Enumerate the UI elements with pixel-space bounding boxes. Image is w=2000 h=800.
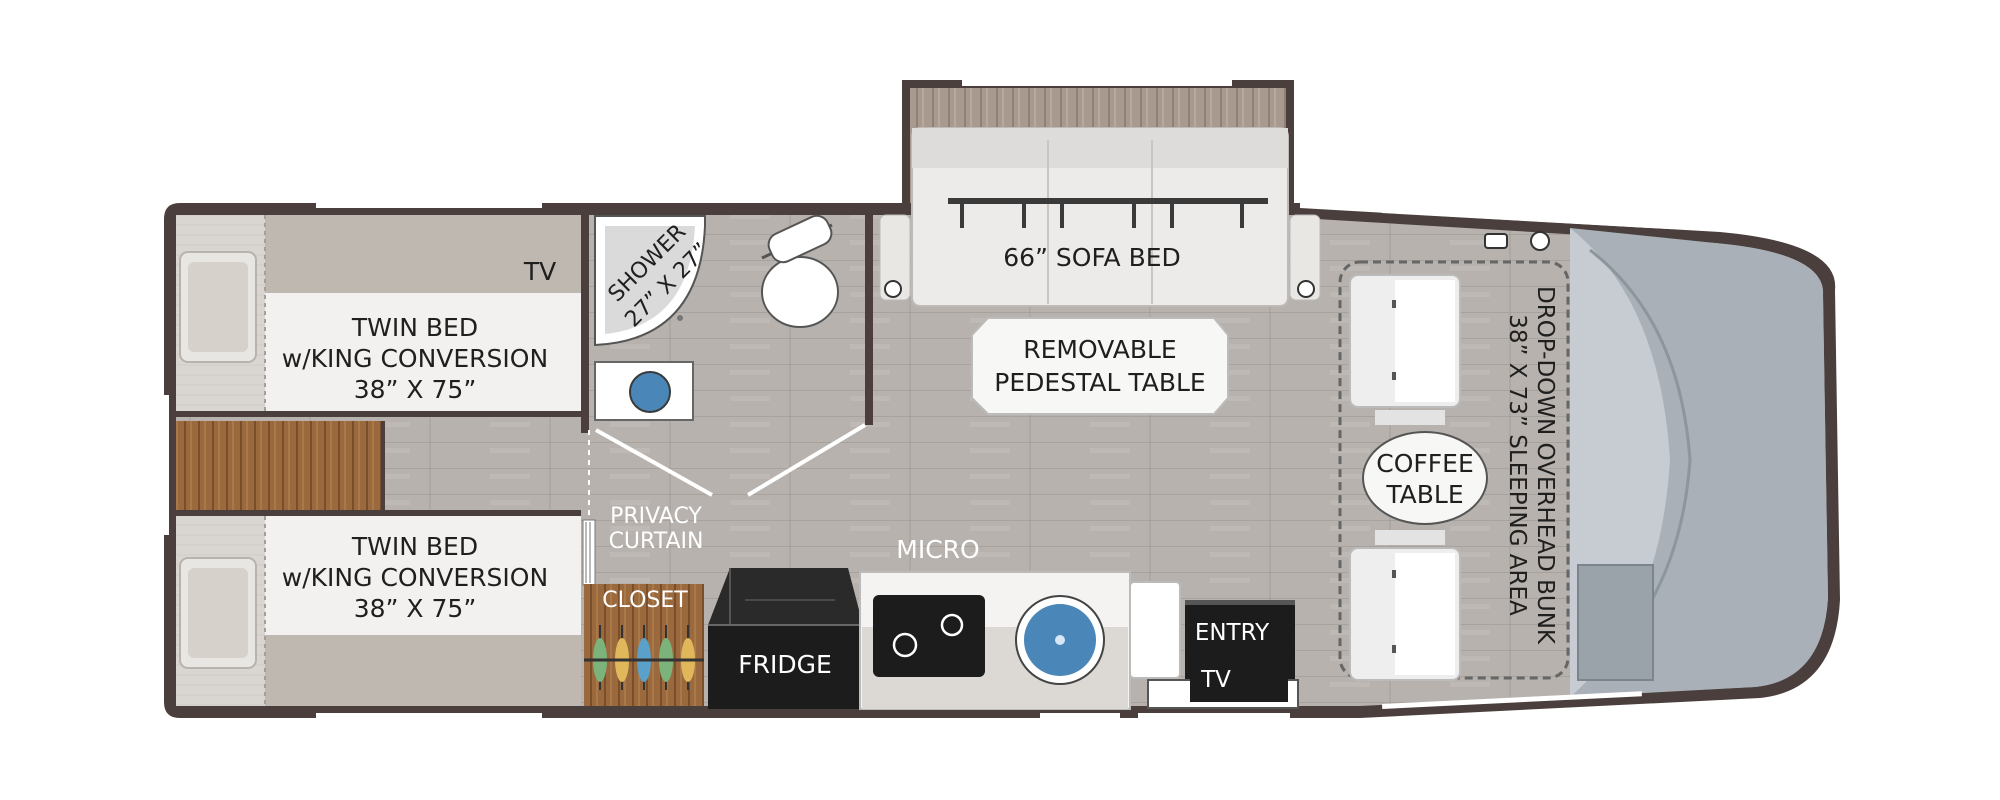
tv-label-rear: TV bbox=[523, 257, 556, 286]
kitchen-sink-icon[interactable] bbox=[1015, 595, 1105, 685]
bed-divider-cabinet bbox=[176, 421, 385, 510]
twin-bed-top-line1: TWIN BED bbox=[351, 313, 478, 342]
coffee-table-line1: COFFEE bbox=[1376, 449, 1474, 478]
bathroom bbox=[581, 203, 873, 520]
twin-bed-bottom-line2: w/KING CONVERSION bbox=[282, 563, 548, 592]
entry-tv-cabinet bbox=[1147, 600, 1299, 709]
twin-bed-top-line2: w/KING CONVERSION bbox=[282, 344, 548, 373]
fridge-label: FRIDGE bbox=[738, 650, 832, 679]
sofa-bed-label: 66” SOFA BED bbox=[1003, 243, 1181, 272]
pedestal-table-line1: REMOVABLE bbox=[1023, 335, 1176, 364]
bunk-label-line1: DROP-DOWN OVERHEAD BUNK bbox=[1532, 286, 1558, 645]
privacy-curtain-line1: PRIVACY bbox=[610, 504, 702, 529]
fridge[interactable] bbox=[708, 568, 863, 709]
cooktop-icon[interactable] bbox=[873, 595, 985, 677]
pedestal-table[interactable] bbox=[971, 317, 1229, 415]
front-seating bbox=[1338, 260, 1570, 681]
twin-bed-bottom-line3: 38” X 75” bbox=[354, 594, 477, 623]
toilet-icon bbox=[746, 214, 856, 328]
twin-bed-bottom-line1: TWIN BED bbox=[351, 532, 478, 561]
micro-label: MICRO bbox=[896, 535, 979, 564]
privacy-curtain bbox=[582, 519, 596, 586]
sink-icon bbox=[594, 361, 694, 421]
privacy-curtain-line2: CURTAIN bbox=[609, 529, 704, 554]
twin-bed-top bbox=[176, 215, 581, 417]
entry-label: ENTRY bbox=[1195, 620, 1270, 646]
coffee-table-line2: TABLE bbox=[1385, 480, 1463, 509]
closet-label: CLOSET bbox=[602, 588, 688, 613]
twin-bed-top-line3: 38” X 75” bbox=[354, 375, 477, 404]
closet[interactable] bbox=[584, 584, 704, 706]
twin-bed-bottom bbox=[176, 510, 581, 706]
tv-label-entry: TV bbox=[1200, 667, 1231, 693]
pedestal-table-line2: PEDESTAL TABLE bbox=[994, 368, 1205, 397]
labels: TV TWIN BED w/KING CONVERSION 38” X 75” … bbox=[282, 220, 1558, 693]
sofa-bed[interactable] bbox=[879, 127, 1321, 307]
bunk-label-line2: 38” X 73” SLEEPING AREA bbox=[1504, 314, 1530, 616]
